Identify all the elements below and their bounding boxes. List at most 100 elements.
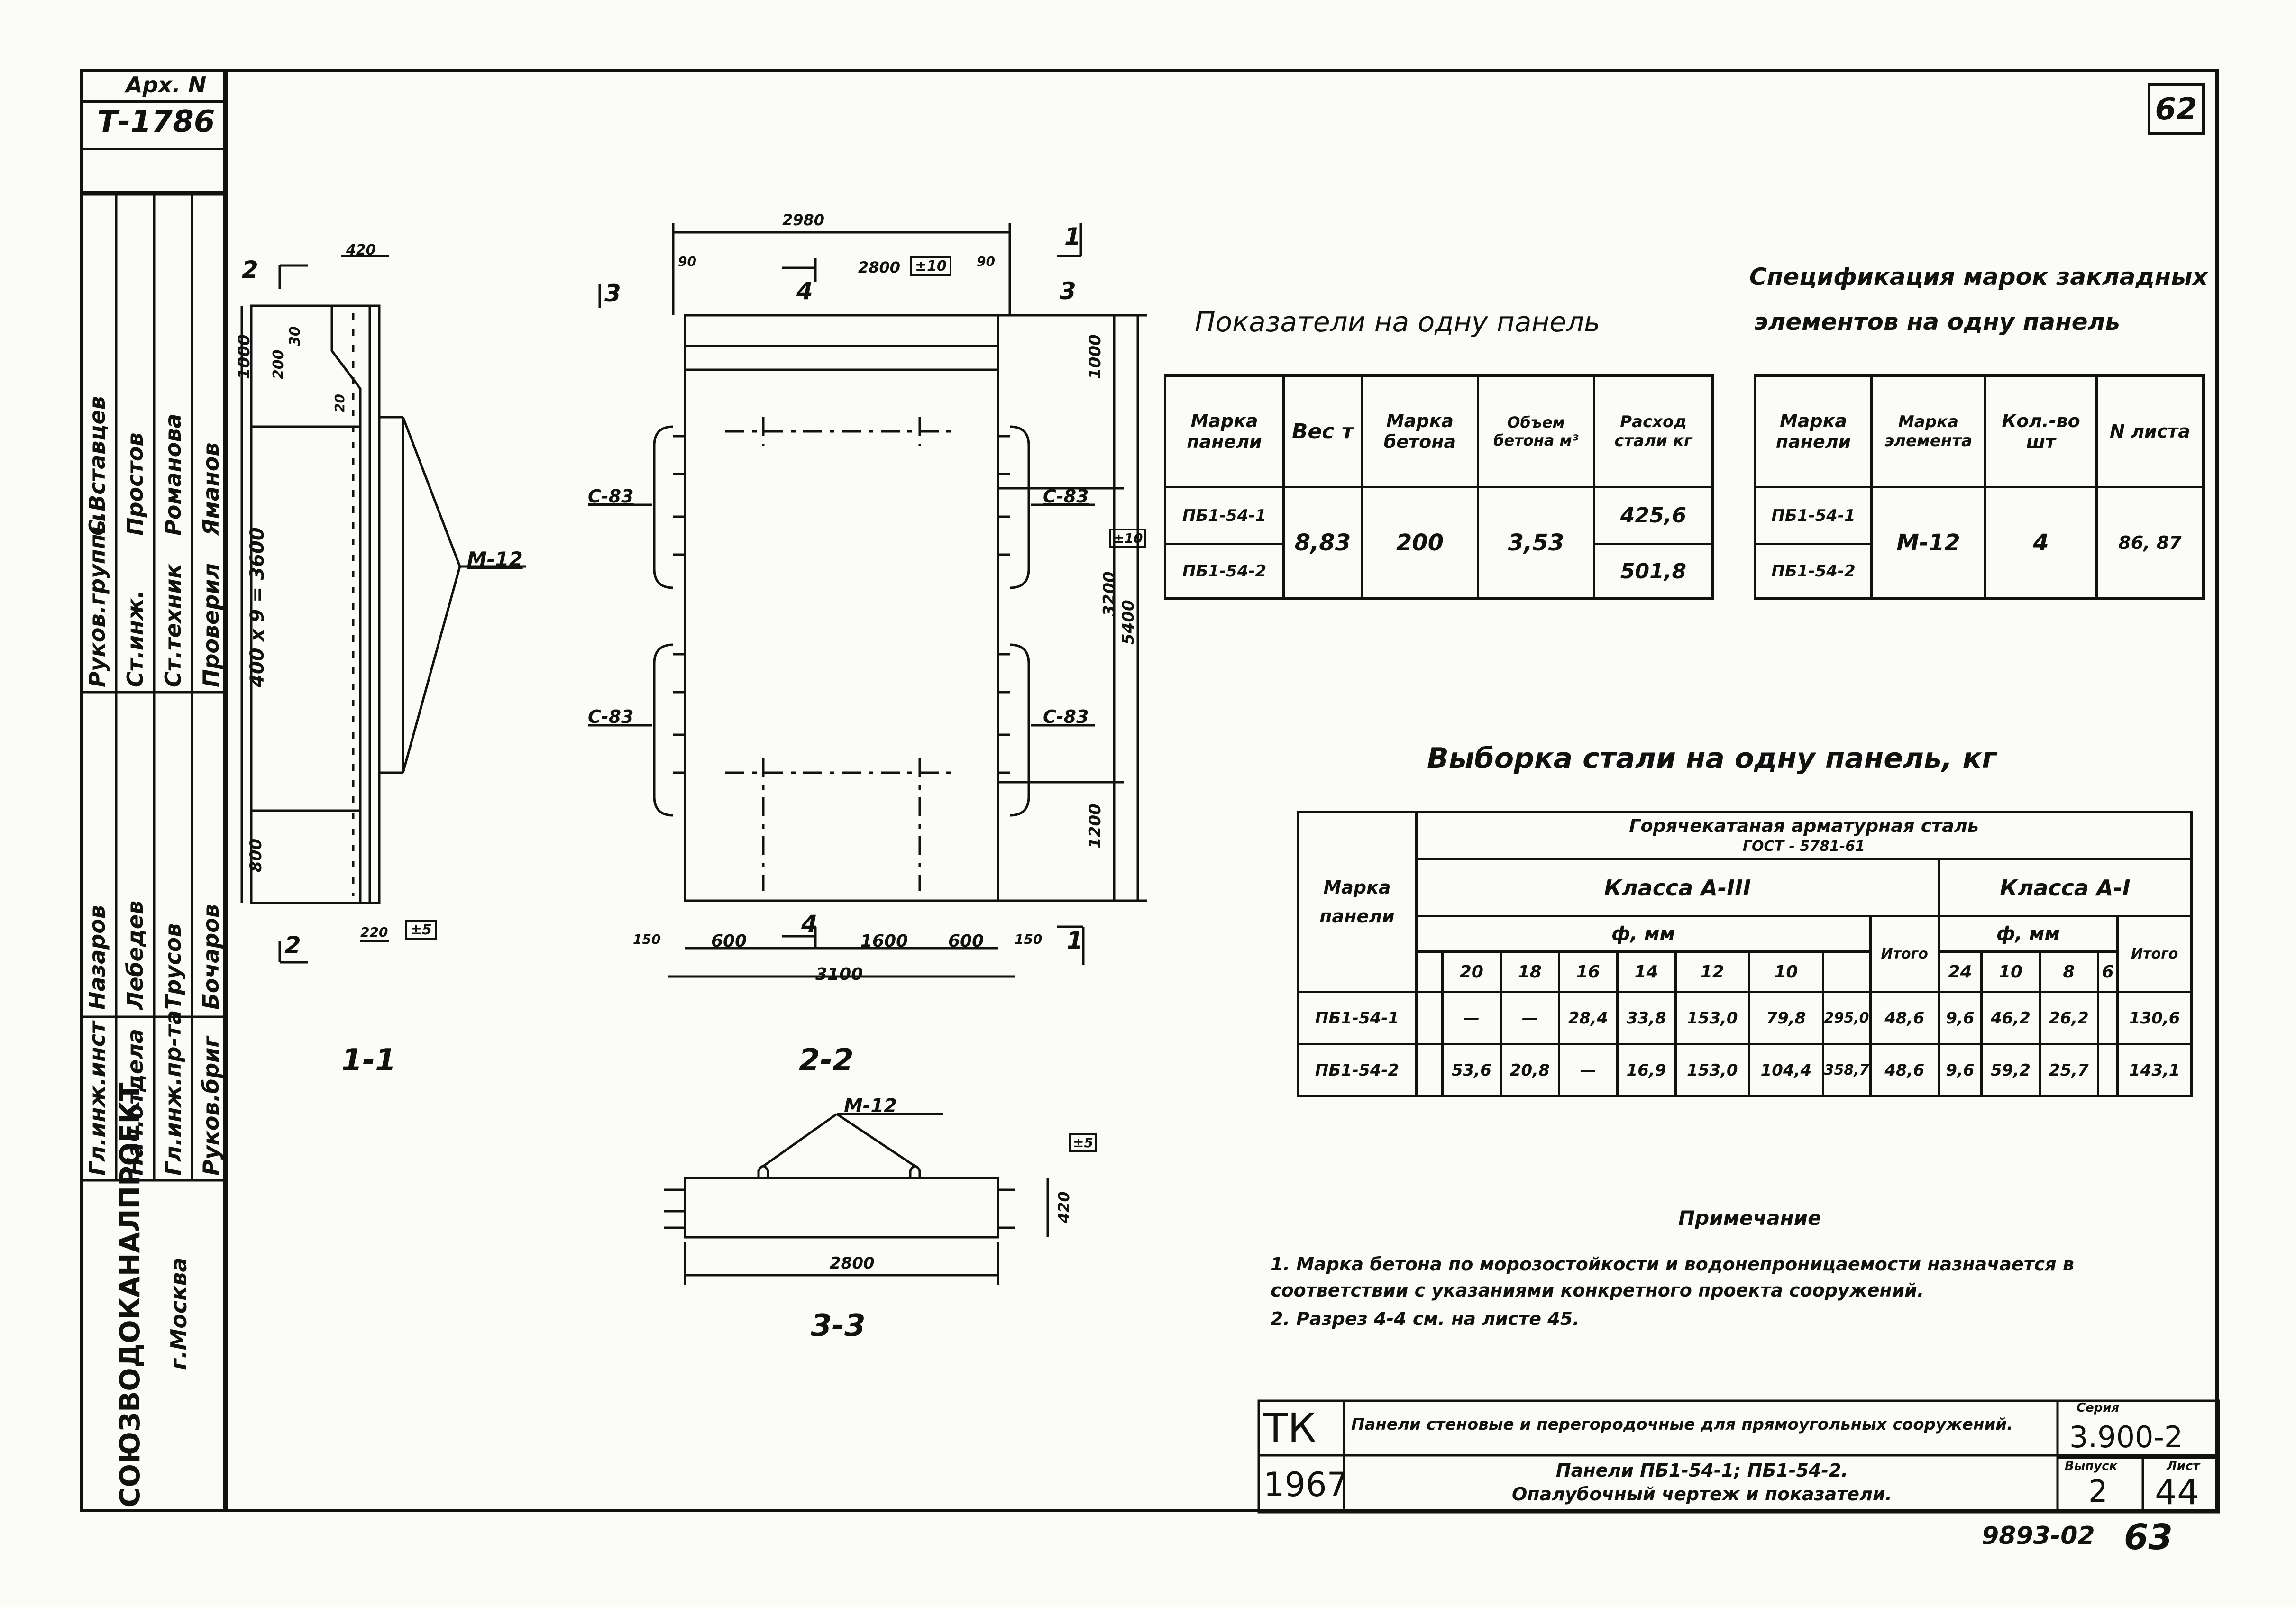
dim-2-2-1000: 1000 <box>1086 334 1105 379</box>
steel-r2-mark: ПБ1-54-2 <box>1297 1043 1418 1097</box>
callout-c83-3: С-83 <box>1043 486 1089 507</box>
steel-r1-mark: ПБ1-54-1 <box>1297 991 1418 1045</box>
ind-h-volume: Объем бетона м³ <box>1477 374 1595 488</box>
callout-3-3: М-12 <box>844 1095 897 1117</box>
mark-4-top: 4 <box>796 277 813 305</box>
title-1-1: 1-1 <box>341 1043 396 1078</box>
tol-2-2: ±10 <box>910 256 951 276</box>
steel-r2-a3-1: 20,8 <box>1499 1043 1560 1097</box>
note-2: 2. Разрез 4-4 см. на листе 45. <box>1271 1308 1580 1329</box>
tb-description: Панели стеновые и перегородочные для пря… <box>1351 1415 2013 1434</box>
steel-d1-1: 10 <box>1980 950 2041 993</box>
steel-d3-2: 16 <box>1557 950 1619 993</box>
ind-volume: 3,53 <box>1477 486 1595 600</box>
dim-1-1-main: 400 х 9 = 3600 <box>247 527 268 687</box>
steel-r1-a3-4: 153,0 <box>1674 991 1751 1045</box>
tb-issue: 2 <box>2088 1474 2108 1509</box>
spec-r2-mark: ПБ1-54-2 <box>1754 543 1873 600</box>
title-3-3: 3-3 <box>811 1308 866 1343</box>
dim-2-2-90l: 90 <box>678 254 696 269</box>
mark-1-bottom: 1 <box>1067 927 1083 954</box>
spec-h-mark: Марка панели <box>1754 374 1873 488</box>
steel-title: Выборка стали на одну панель, кг <box>1427 742 1997 775</box>
steel-d3-1: 18 <box>1499 950 1560 993</box>
archive-label: Арх. N <box>126 72 207 98</box>
dim-2-2-150r: 150 <box>1015 931 1043 947</box>
spec-sheet: 86, 87 <box>2095 486 2205 600</box>
steel-r2-a3-4: 153,0 <box>1674 1043 1751 1097</box>
steel-h-total-3: Итого <box>1869 915 1940 993</box>
steel-h-class1: Класса А-I <box>1937 858 2193 917</box>
steel-r1-a3-1: — <box>1499 991 1560 1045</box>
steel-r2-a1-1: 9,6 <box>1937 1043 1983 1097</box>
notes-title: Примечание <box>1678 1206 1821 1230</box>
steel-r2-a1-3: 25,7 <box>2038 1043 2099 1097</box>
steel-r2-a1-total: 143,1 <box>2116 1043 2193 1097</box>
steel-d3-0: 20 <box>1441 950 1502 993</box>
dim-1-1-30: 30 <box>287 326 303 346</box>
mark-3-right: 3 <box>1060 277 1076 305</box>
dim-3-3-height: 420 <box>1055 1191 1073 1223</box>
tb-subtitle-1: Панели ПБ1-54-1; ПБ1-54-2. <box>1555 1460 1848 1481</box>
bottom-number-1: 9893-02 <box>1982 1522 2095 1550</box>
ind-h-steel: Расход стали кг <box>1593 374 1714 488</box>
dim-1-1-200: 200 <box>270 349 287 379</box>
steel-r1-a1-3: 26,2 <box>2038 991 2099 1045</box>
dim-2-2-150l: 150 <box>633 931 661 947</box>
steel-h-mark: Марка панели <box>1297 811 1418 993</box>
steel-d1-0: 24 <box>1937 950 1983 993</box>
indicators-title: Показатели на одну панель <box>1195 306 1601 338</box>
note-1: 1. Марка бетона по морозостойкости и вод… <box>1271 1254 2074 1301</box>
tol-2-2-v: ±10 <box>1109 529 1147 548</box>
steel-d3-4: 12 <box>1674 950 1751 993</box>
steel-r1-a3-total: 295,0 <box>1821 991 1872 1045</box>
spec-h-element: Марка элемента <box>1870 374 1986 488</box>
steel-h-phi-3: ф, мм <box>1415 915 1872 953</box>
section-2-2-outline <box>684 314 999 902</box>
tb-issue-label: Выпуск <box>2065 1459 2118 1473</box>
tb-sheet-label: Лист <box>2167 1459 2200 1473</box>
steel-d3-5: 10 <box>1748 950 1824 993</box>
steel-r2-a3-total: 358,7 <box>1821 1043 1872 1097</box>
dim-2-2-top: 2980 <box>782 211 825 229</box>
section-1-1-mark-top: 2 <box>242 256 258 283</box>
dim-2-2-mid: 2800 <box>858 258 901 276</box>
steel-r1-a3-0: — <box>1441 991 1502 1045</box>
spec-table: Марка панели Марка элемента Кол.-во шт N… <box>1754 374 2205 600</box>
dim-1-1-20: 20 <box>332 394 348 412</box>
steel-r2-a3-2: — <box>1557 1043 1619 1097</box>
spec-qty: 4 <box>1984 486 2098 600</box>
dim-2-2-90r: 90 <box>977 254 995 269</box>
tol-1-1: ±5 <box>405 920 437 940</box>
steel-r1-a3-2: 28,4 <box>1557 991 1619 1045</box>
spec-title-1: Спецификация марок закладных <box>1749 263 2208 291</box>
corner-sheet-number: 62 <box>2148 83 2205 135</box>
dim-2-2-3200: 3200 <box>1100 571 1119 616</box>
section-3-3-outline <box>684 1177 999 1239</box>
tb-series-label: Серия <box>2076 1401 2120 1415</box>
steel-r1-a1-total: 130,6 <box>2116 991 2193 1045</box>
ind-r2-mark: ПБ1-54-2 <box>1164 543 1285 600</box>
steel-r1-a1-2: 46,2 <box>1980 991 2041 1045</box>
steel-r2-a1-0: 48,6 <box>1869 1043 1940 1097</box>
ind-concrete: 200 <box>1361 486 1479 600</box>
ind-r1-mark: ПБ1-54-1 <box>1164 486 1285 545</box>
dim-2-2-1600: 1600 <box>860 931 908 951</box>
spec-element: М-12 <box>1870 486 1986 600</box>
archive-box: Арх. N Т-1786 <box>80 69 228 194</box>
tb-sheet: 44 <box>2155 1472 2200 1513</box>
dim-1-1-top: 420 <box>346 242 376 258</box>
dim-2-2-600r: 600 <box>948 931 984 951</box>
steel-r1-a3-5: 79,8 <box>1748 991 1824 1045</box>
steel-r1-a1-0: 48,6 <box>1869 991 1940 1045</box>
steel-h-group-text: Горячекатаная арматурная сталь <box>1629 815 1979 836</box>
steel-r2-a3-0: 53,6 <box>1441 1043 1502 1097</box>
steel-r2-a1-2: 59,2 <box>1980 1043 2041 1097</box>
archive-number: Т-1786 <box>97 104 215 139</box>
dim-2-2-5400: 5400 <box>1119 600 1138 645</box>
tb-tk: ТК <box>1263 1405 1316 1451</box>
ind-r2-steel: 501,8 <box>1593 543 1714 600</box>
title-2-2: 2-2 <box>799 1043 854 1078</box>
